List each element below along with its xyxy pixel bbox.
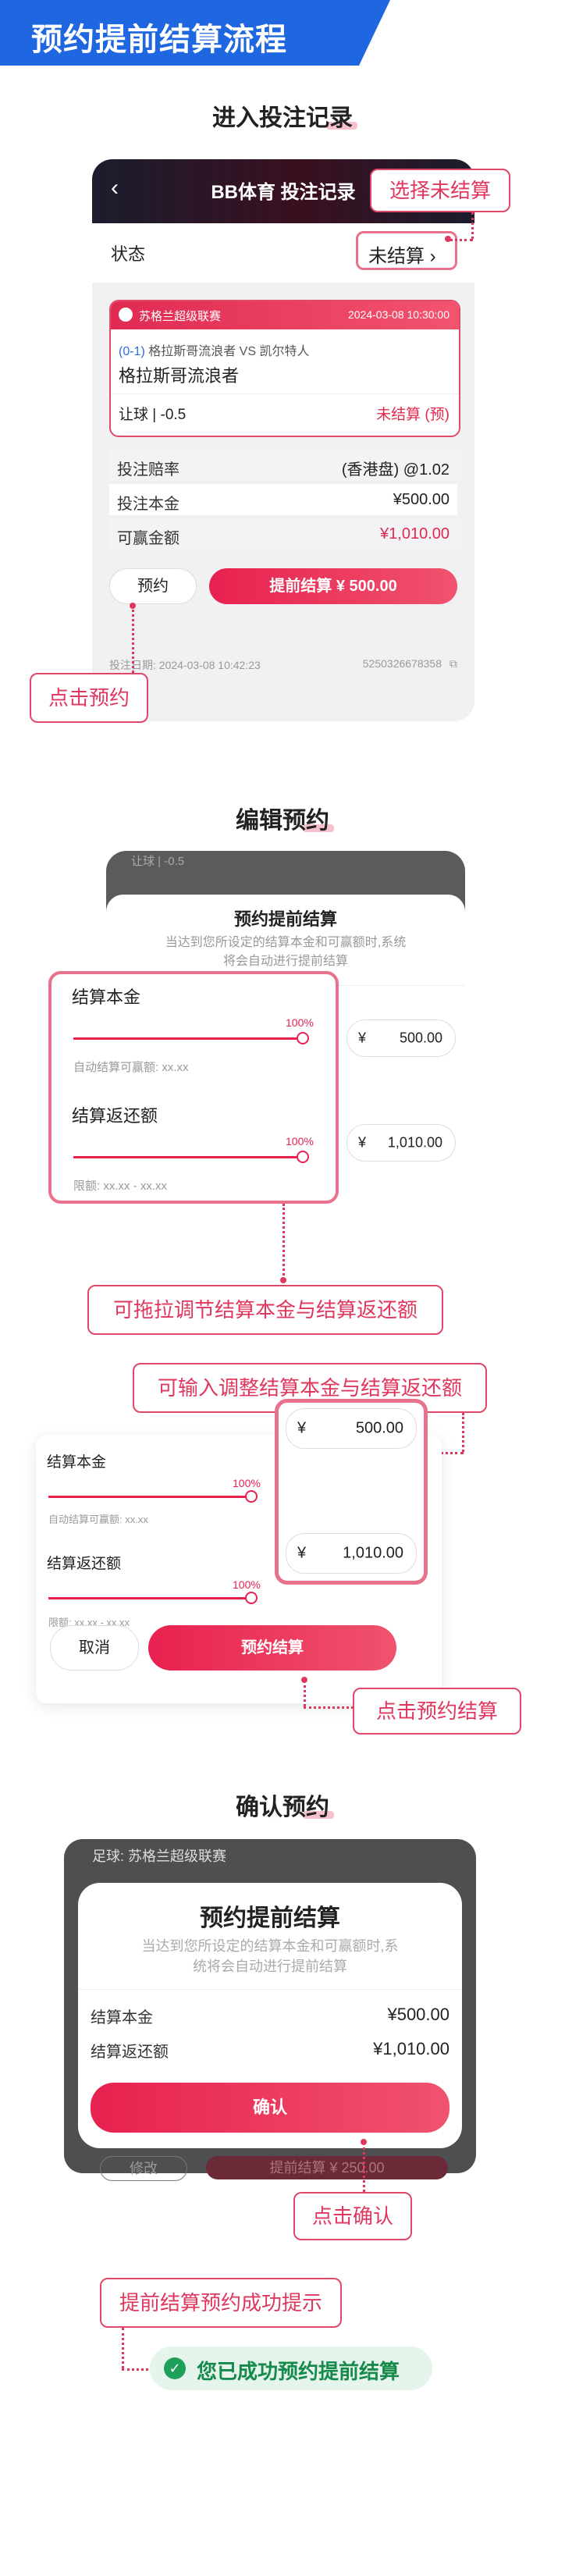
return-percent: 100% — [286, 1135, 314, 1147]
status-filter-row[interactable]: 状态 未结算 › — [92, 223, 474, 283]
reserve-button[interactable]: 预约 — [109, 568, 197, 604]
sheet-title: 预约提前结算 — [233, 909, 337, 929]
return-slider-track-zoom[interactable] — [48, 1597, 251, 1599]
return-label: 结算返还额 — [72, 1106, 158, 1126]
cashout-button[interactable]: 提前结算 ¥ 500.00 — [209, 568, 457, 604]
return-input-big[interactable]: ¥1,010.00 — [286, 1533, 417, 1574]
check-icon: ✓ — [164, 2357, 186, 2379]
callout-tap-reserve-settle: 点击预约结算 — [353, 1688, 521, 1735]
phone-screen-bet-records: ‹ BB体育 投注记录 状态 未结算 › 苏格兰超级联赛 2024-03-08 … — [92, 159, 474, 721]
connector-dot — [445, 236, 451, 242]
bet-card[interactable]: 苏格兰超级联赛 2024-03-08 10:30:00 (0-1) 格拉斯哥流浪… — [109, 300, 460, 437]
bet-pick: 格拉斯哥流浪者 — [119, 366, 240, 386]
section-title-confirm: 确认预约 — [236, 1795, 329, 1820]
copy-icon[interactable]: ⧉ — [450, 657, 457, 670]
section-title-enter-records: 进入投注记录 — [212, 105, 353, 131]
callout-select-unsettled: 选择未结算 — [370, 169, 510, 212]
principal-percent-zoom: 100% — [233, 1477, 261, 1489]
peek-league: 足球: 苏格兰超级联赛 — [92, 1848, 227, 1864]
slider-highlight-box — [48, 971, 339, 1204]
section-title-edit-reserve: 编辑预约 — [236, 808, 329, 834]
callout-tap-reserve: 点击预约 — [30, 673, 148, 723]
connector — [304, 1680, 306, 1706]
principal-slider-knob-zoom[interactable] — [245, 1490, 258, 1503]
bet-state: 未结算 (预) — [376, 407, 450, 423]
return-hint: 限额: xx.xx - xx.xx — [73, 1179, 168, 1193]
card-header — [111, 301, 459, 329]
callout-drag-adjust: 可拖拉调节结算本金与结算返还额 — [87, 1285, 443, 1335]
return-label-zoom: 结算返还额 — [47, 1556, 122, 1572]
stake-row: 投注本金¥500.00 — [109, 484, 457, 515]
order-number: 5250326678358 — [362, 657, 442, 670]
callout-tap-confirm: 点击确认 — [293, 2192, 412, 2240]
header-banner — [0, 0, 390, 66]
principal-input-big[interactable]: ¥500.00 — [286, 1408, 417, 1449]
connector — [363, 2142, 365, 2192]
return-slider-track[interactable] — [73, 1156, 301, 1158]
back-icon[interactable]: ‹ — [111, 175, 119, 201]
connector — [462, 1413, 464, 1452]
status-label: 状态 — [111, 244, 146, 264]
principal-percent: 100% — [286, 1016, 314, 1029]
principal-label: 结算本金 — [72, 987, 141, 1007]
confirm-sheet-title: 预约提前结算 — [200, 1905, 340, 1931]
cancel-button[interactable]: 取消 — [50, 1625, 139, 1670]
chevron-right-icon: › — [429, 246, 436, 267]
connector — [304, 1706, 354, 1709]
confirm-button[interactable]: 确认 — [91, 2083, 450, 2133]
reserve-settle-button[interactable]: 预约结算 — [148, 1625, 396, 1670]
connector — [122, 2368, 148, 2371]
principal-slider-knob[interactable] — [297, 1032, 309, 1044]
principal-hint: 自动结算可赢额: xx.xx — [73, 1061, 189, 1074]
divider — [111, 393, 459, 394]
league-name: 苏格兰超级联赛 — [139, 310, 222, 323]
bet-date: 投注日期: 2024-03-08 10:42:23 — [109, 659, 261, 671]
nav-title: BB体育 投注记录 — [211, 182, 356, 203]
return-slider-knob[interactable] — [297, 1151, 309, 1163]
divider — [78, 1989, 462, 1990]
match-teams: (0-1) 格拉斯哥流浪者 VS 凯尔特人 — [119, 345, 310, 358]
odds-row: 投注赔率(香港盘) @1.02 — [109, 450, 457, 481]
success-toast: ✓ 您已成功预约提前结算 — [150, 2347, 432, 2390]
principal-label-zoom: 结算本金 — [47, 1454, 107, 1471]
handicap: 让球 | -0.5 — [119, 407, 187, 423]
principal-input-small[interactable]: ¥500.00 — [346, 1019, 456, 1057]
connector — [282, 1204, 285, 1280]
principal-slider-track-zoom[interactable] — [48, 1496, 251, 1498]
return-input-small[interactable]: ¥1,010.00 — [346, 1124, 456, 1162]
connector — [122, 2328, 124, 2368]
win-row: 可赢金额¥1,010.00 — [109, 518, 457, 550]
soccer-ball-icon — [119, 308, 133, 322]
status-value[interactable]: 未结算 › — [368, 246, 436, 267]
sheet-subtitle: 当达到您所设定的结算本金和可赢额时,系统将会自动进行提前结算 — [165, 936, 407, 968]
confirm-sheet-subtitle: 当达到您所设定的结算本金和可赢额时,系统将会自动进行提前结算 — [141, 1938, 399, 1974]
status-highlight — [356, 231, 457, 270]
callout-success-tip: 提前结算预约成功提示 — [100, 2278, 342, 2328]
return-percent-zoom: 100% — [233, 1578, 261, 1591]
principal-slider-track[interactable] — [73, 1037, 301, 1040]
peek-modify-button: 修改 — [100, 2156, 187, 2181]
connector-dot — [280, 1277, 286, 1283]
match-date: 2024-03-08 10:30:00 — [348, 308, 450, 321]
connector — [132, 606, 134, 673]
page-title: 预约提前结算流程 — [31, 23, 287, 57]
peek-cashout-button: 提前结算 ¥ 250.00 — [206, 2156, 448, 2179]
toast-text: 您已成功预约提前结算 — [197, 2360, 400, 2383]
connector — [450, 239, 473, 241]
connector — [471, 212, 474, 239]
principal-hint-zoom: 自动结算可赢额: xx.xx — [48, 1514, 148, 1525]
return-slider-knob-zoom[interactable] — [245, 1592, 258, 1604]
connector — [440, 1452, 464, 1454]
peek-handicap: 让球 | -0.5 — [131, 855, 185, 868]
